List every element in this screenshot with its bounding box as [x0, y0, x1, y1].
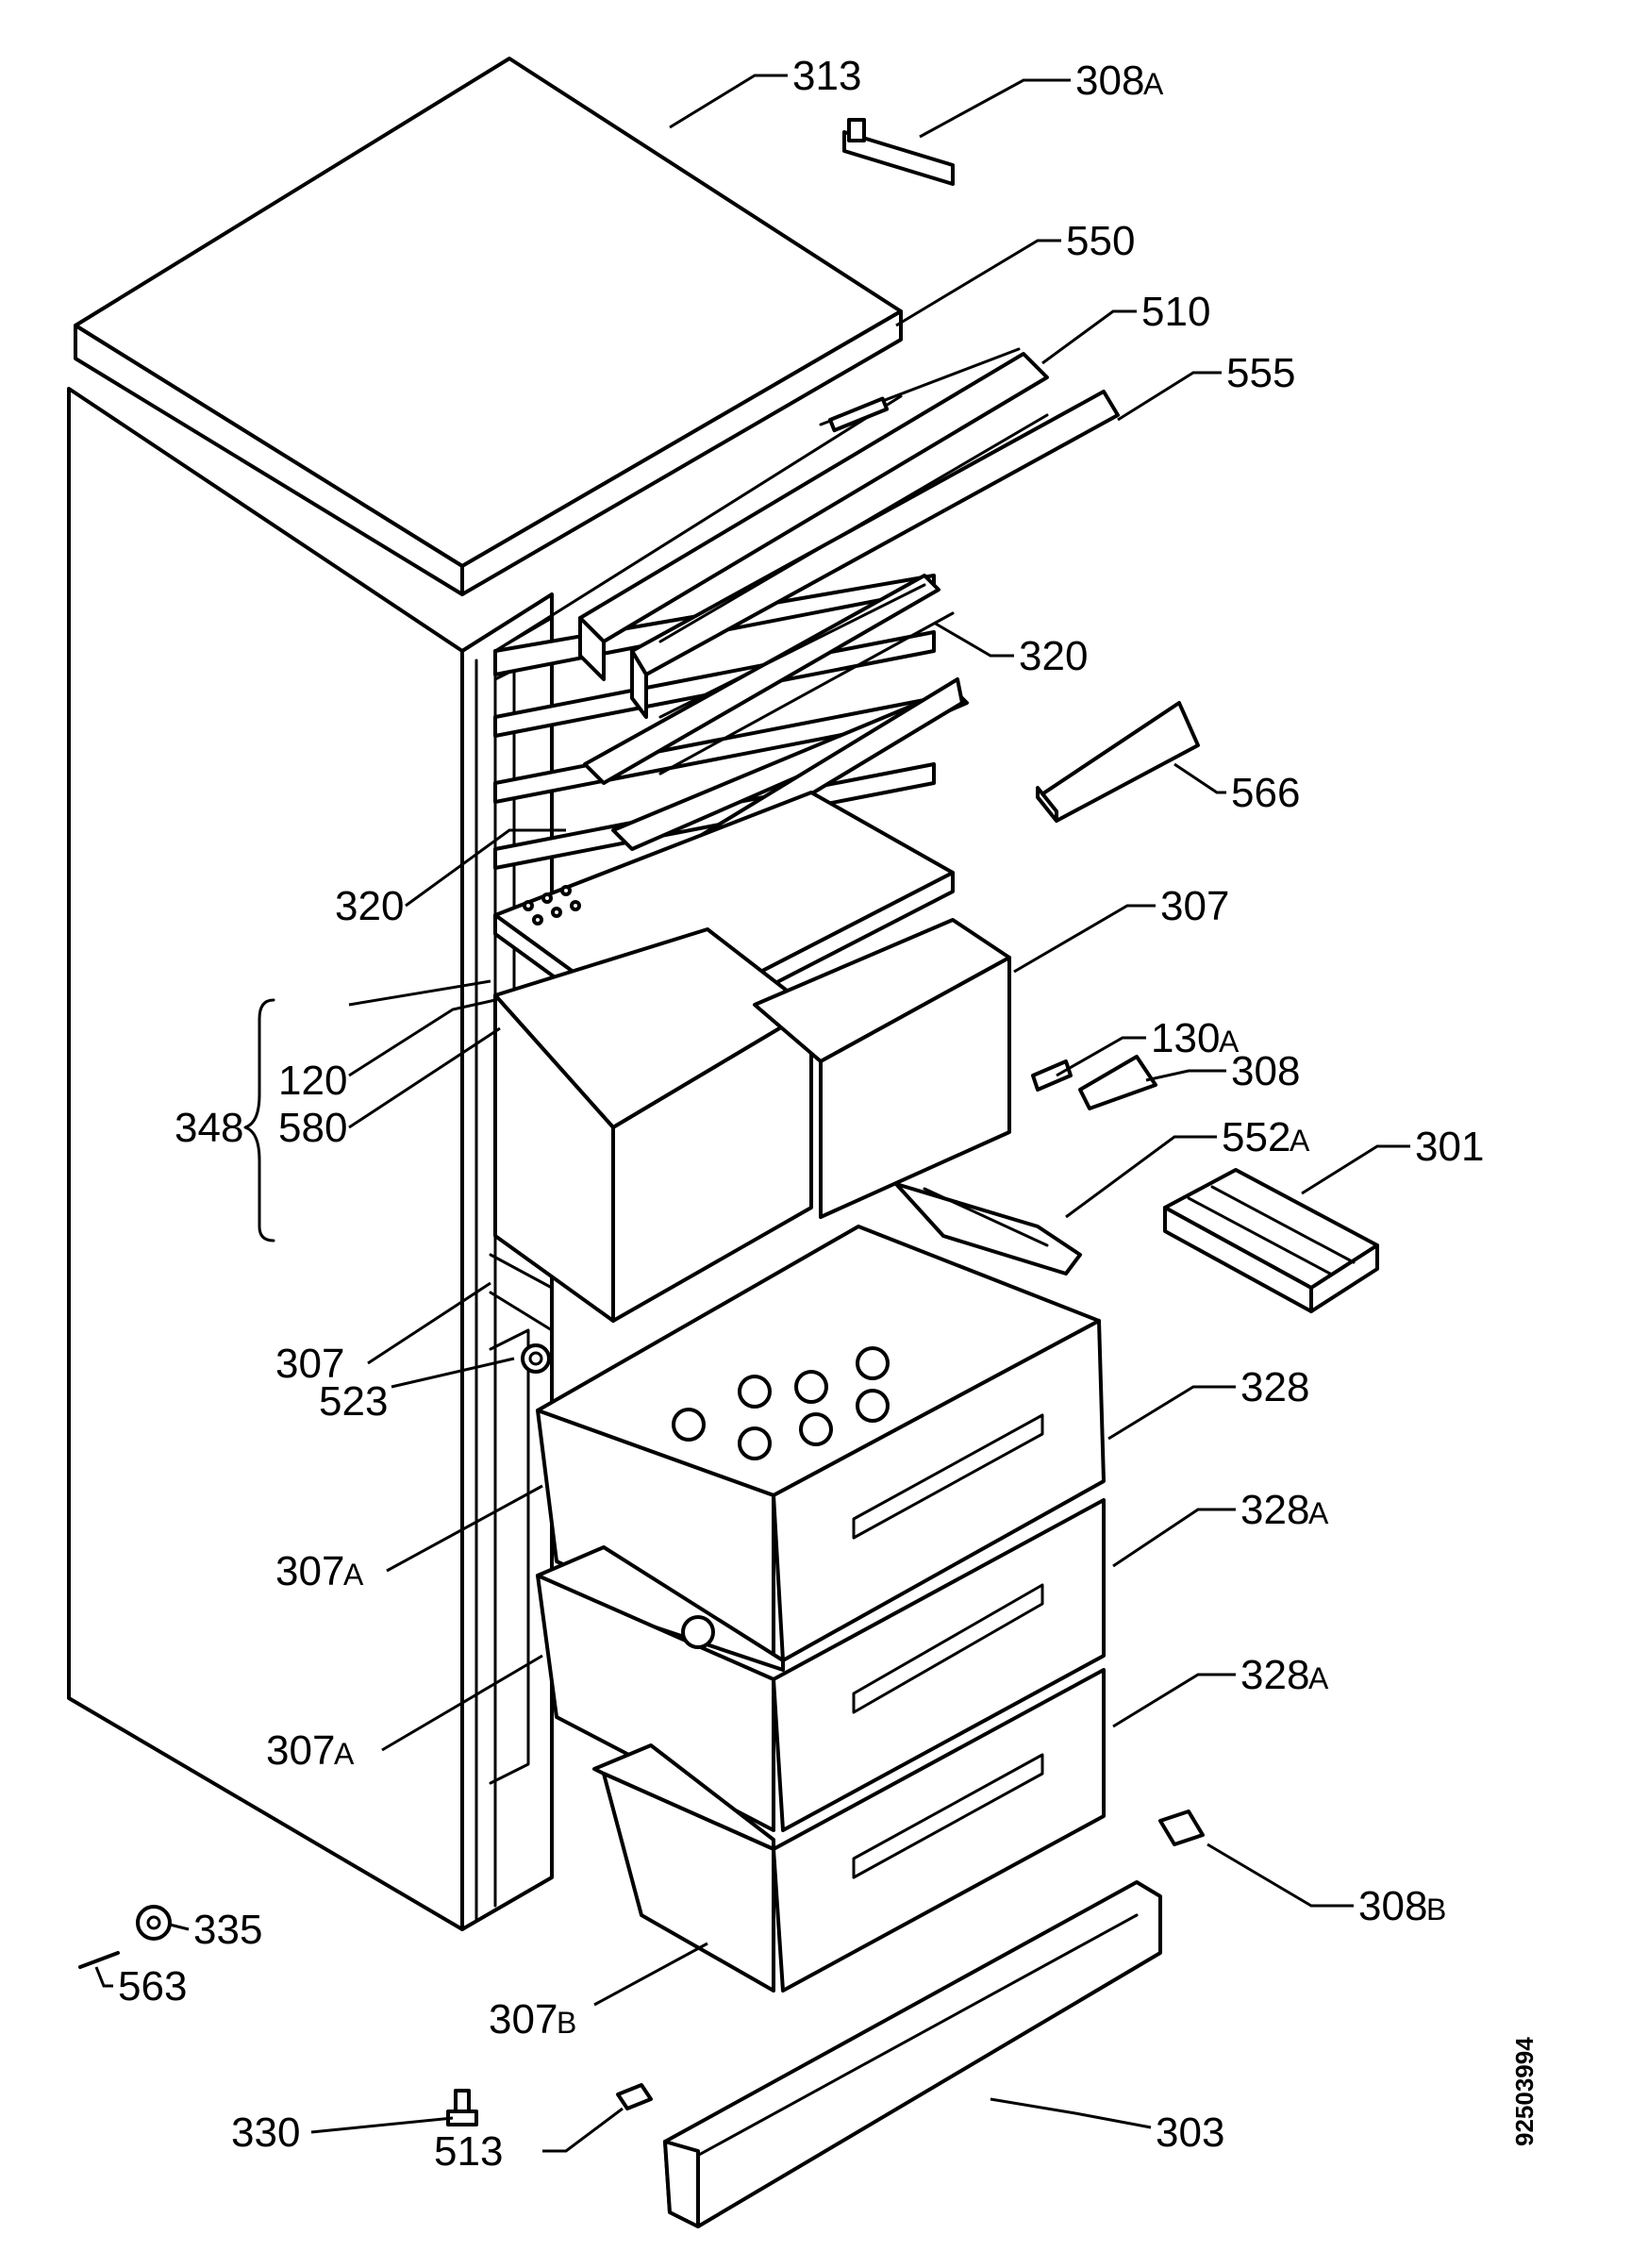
drawer-upper-left [493, 927, 813, 1323]
door-frames [578, 347, 1120, 719]
callout-307-top: 307 [1160, 883, 1229, 929]
callout-348: 348 [175, 1105, 243, 1151]
drawer-328a-upper [536, 1498, 1106, 1832]
hinge-308a [842, 118, 955, 186]
rail-552a [894, 1182, 1082, 1276]
callout-307a-1-suffix: A [343, 1558, 364, 1592]
callout-307a-1: 307 [275, 1548, 344, 1594]
callout-301: 301 [1415, 1124, 1484, 1170]
callout-307a-2-suffix: A [334, 1737, 355, 1771]
callout-563: 563 [118, 1963, 187, 2010]
callout-328a-1-suffix: A [1308, 1496, 1329, 1530]
callout-308a-suffix: A [1143, 67, 1164, 101]
callout-510: 510 [1141, 289, 1210, 335]
callout-320-top: 320 [1019, 633, 1088, 679]
callout-120: 120 [278, 1058, 347, 1104]
callout-330: 330 [231, 2110, 300, 2156]
callout-566: 566 [1231, 770, 1300, 816]
leader-lines [94, 74, 1410, 2153]
callout-328: 328 [1240, 1364, 1309, 1410]
callout-307-left: 307 [275, 1341, 344, 1387]
callout-labels: 313 308 A 550 510 555 320 566 320 307 13… [118, 53, 1484, 2175]
roller-335 [136, 1905, 172, 1941]
document-id: 92503994 [1510, 2037, 1539, 2146]
callout-307a-2: 307 [266, 1727, 335, 1774]
callout-523: 523 [319, 1378, 388, 1425]
cabinet-body [67, 387, 554, 1931]
callout-328a-2-suffix: A [1308, 1661, 1329, 1695]
grommet-523 [521, 1343, 551, 1374]
ice-tray-301 [1163, 1168, 1379, 1313]
callout-552a-suffix: A [1290, 1124, 1310, 1158]
clip-513 [616, 2083, 653, 2110]
callout-308b: 308 [1358, 1883, 1427, 1929]
callout-552a: 552 [1222, 1114, 1290, 1160]
callout-130a-suffix: A [1219, 1025, 1240, 1059]
callout-308b-suffix: B [1426, 1893, 1446, 1926]
callout-307b: 307 [489, 1996, 558, 2043]
callout-320-left: 320 [335, 883, 404, 929]
handle-bar-303 [663, 1880, 1162, 2228]
callout-303: 303 [1156, 2110, 1224, 2156]
callout-580: 580 [278, 1105, 347, 1151]
callout-307b-suffix: B [557, 2006, 576, 2040]
drawer-328a-lower [592, 1668, 1106, 1993]
group-bracket-348 [243, 998, 275, 1242]
callout-313: 313 [792, 53, 861, 99]
hinge-308 [1078, 1055, 1157, 1110]
callout-335: 335 [193, 1907, 262, 1953]
callout-308: 308 [1231, 1048, 1300, 1094]
clip-130a [1031, 1059, 1073, 1092]
callout-555: 555 [1226, 350, 1295, 396]
callout-308a: 308 [1075, 58, 1144, 104]
callout-550: 550 [1066, 218, 1135, 264]
callout-328a-1: 328 [1240, 1487, 1309, 1533]
callout-130a: 130 [1151, 1015, 1220, 1061]
pin-563 [78, 1951, 120, 1969]
hinge-308b [1158, 1809, 1205, 1846]
callout-513: 513 [434, 2128, 503, 2175]
foot-330 [446, 2089, 478, 2126]
drawer-328 [536, 1225, 1106, 1662]
door-stop-566 [1036, 701, 1200, 823]
drawer-upper-right [753, 918, 1011, 1219]
top-cover [74, 57, 903, 596]
callout-328a-2: 328 [1240, 1652, 1309, 1698]
